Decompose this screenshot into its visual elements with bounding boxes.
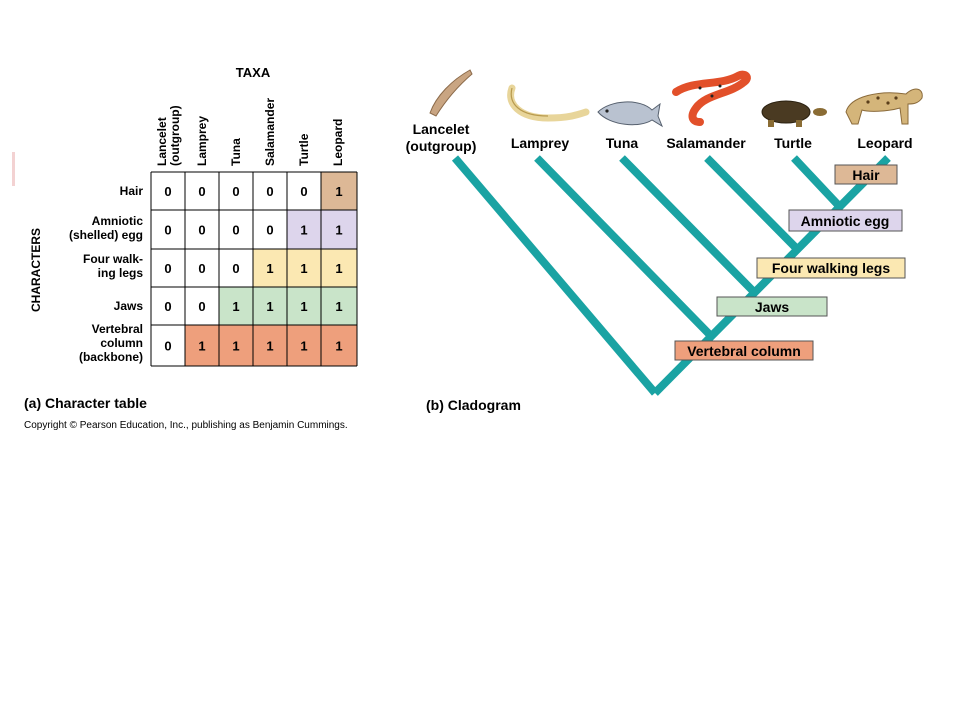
row-label-amniotic: Amniotic(shelled) egg [69,214,143,242]
branch-lancelet [451,155,659,396]
table-cell-value: 1 [266,299,273,314]
table-grid [150,171,358,367]
cell-values: 0 0 0 0 0 1 0 0 0 0 1 1 0 0 0 1 1 1 0 0 1 1 1 1 0 1 1 1 1 1 [164,184,342,354]
lancelet-icon [429,69,473,117]
table-cell-fill [287,210,321,249]
table-cell-value: 1 [335,184,342,199]
trait-boxes: Hair Amniotic egg Four walking legs Jaws… [674,164,906,361]
trait-box-hair: Hair [834,164,898,185]
table-cell-value: 0 [232,223,239,238]
character-table: TAXA CHARACTERS Lancelet(outgroup) Lampr… [24,65,358,431]
branch-turtle [791,155,843,210]
table-cell-fill [321,249,357,287]
table-cell-value: 1 [335,299,342,314]
table-cell-fill [287,287,321,325]
table-cell-value: 1 [300,223,307,238]
table-cell-value: 1 [335,261,342,276]
table-cell-value: 0 [164,299,171,314]
table-cell-value: 0 [198,261,205,276]
tuna-icon [597,101,664,128]
cell-backgrounds [185,172,357,366]
table-cell-fill [219,325,253,366]
table-cell-fill [253,249,287,287]
taxon-label: Salamander [666,135,746,151]
row-label-legs: Four walk-ing legs [83,252,143,280]
svg-text:Hair: Hair [852,167,880,183]
table-cell-fill [321,172,357,210]
table-cell-fill [253,287,287,325]
table-cell-fill [219,287,253,325]
table-cell-value: 0 [266,223,273,238]
table-cell-value: 1 [232,299,239,314]
table-cell-value: 0 [164,184,171,199]
row-label-jaws: Jaws [114,299,144,313]
trait-box-jaws: Jaws [716,296,828,317]
edge-mark [12,152,15,186]
table-cell-value: 0 [232,261,239,276]
copyright-text: Copyright © Pearson Education, Inc., pub… [24,420,348,431]
row-labels: Hair Amniotic(shelled) egg Four walk-ing… [69,184,143,364]
taxon-label: Leopard [857,135,912,151]
cladogram-caption: (b) Cladogram [426,397,521,413]
table-cell-fill [321,210,357,249]
table-cell-fill [287,325,321,366]
column-headers: Lancelet(outgroup) Lamprey Tuna Salamand… [155,98,345,166]
table-cell-value: 1 [266,261,273,276]
table-cell-value: 1 [335,223,342,238]
taxa-header: TAXA [236,65,271,80]
table-cell-value: 1 [300,339,307,354]
svg-text:Jaws: Jaws [755,299,789,315]
trait-box-amniotic-egg: Amniotic egg [788,209,903,232]
table-cell-fill [185,325,219,366]
table-cell-fill [321,325,357,366]
turtle-icon [761,100,827,127]
salamander-icon [672,70,751,126]
column-header: Tuna [229,138,243,166]
trait-box-vertebral-column: Vertebral column [674,340,814,361]
taxon-label: Lamprey [511,135,570,151]
column-header: Salamander [263,98,277,166]
table-cell-value: 0 [164,261,171,276]
taxon-label: Turtle [774,135,812,151]
table-cell-value: 0 [198,184,205,199]
column-header: Leopard [331,119,345,166]
taxa-labels: Lancelet(outgroup) Lamprey Tuna Salamand… [406,121,913,154]
characters-header: CHARACTERS [29,228,43,312]
taxon-label-lancelet: Lancelet(outgroup) [406,121,477,154]
table-cell-value: 0 [232,184,239,199]
table-cell-value: 0 [266,184,273,199]
table-cell-value: 0 [164,339,171,354]
table-cell-value: 0 [300,184,307,199]
row-label-hair: Hair [120,184,144,198]
table-cell-fill [321,287,357,325]
table-cell-value: 1 [300,261,307,276]
table-cell-value: 1 [232,339,239,354]
table-cell-value: 1 [335,339,342,354]
table-cell-value: 1 [300,299,307,314]
svg-text:Four walking legs: Four walking legs [772,260,890,276]
column-header-lancelet: Lancelet(outgroup) [155,105,182,166]
branch-tuna [619,155,755,293]
table-cell-value: 1 [266,339,273,354]
table-cell-fill [287,249,321,287]
table-cell-value: 0 [198,299,205,314]
branch-lamprey [534,155,715,340]
table-caption: (a) Character table [24,395,147,411]
column-header: Lamprey [195,116,209,166]
branch-salamander [704,155,803,255]
svg-text:Vertebral column: Vertebral column [687,343,801,359]
table-cell-value: 0 [198,223,205,238]
lamprey-icon [507,84,590,122]
cladogram: Lancelet(outgroup) Lamprey Tuna Salamand… [406,69,923,413]
leopard-icon [845,88,923,125]
table-cell-fill [253,325,287,366]
taxon-label: Tuna [606,135,639,151]
column-header: Turtle [297,133,311,166]
table-cell-value: 0 [164,223,171,238]
trait-box-four-walking-legs: Four walking legs [756,257,906,279]
table-cell-value: 1 [198,339,205,354]
svg-text:Amniotic egg: Amniotic egg [801,213,890,229]
